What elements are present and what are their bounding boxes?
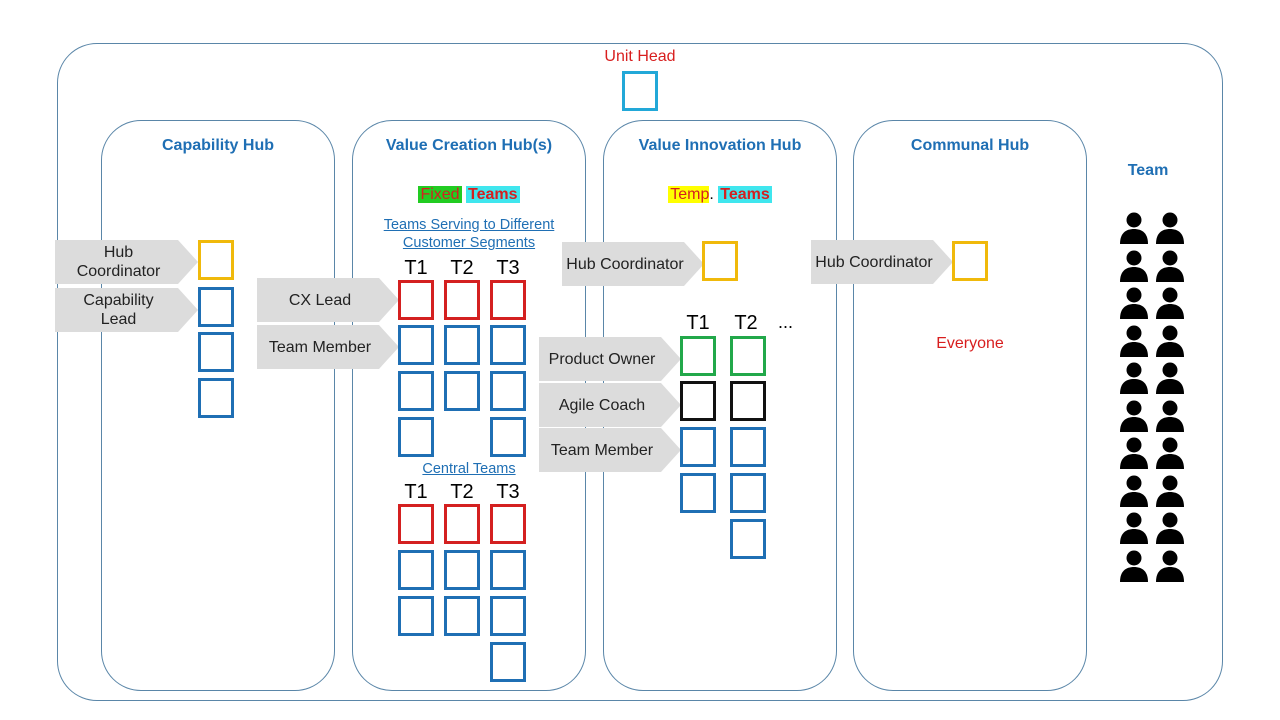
- product-owner-box: [730, 336, 766, 376]
- central-team-label-t3: T3: [496, 481, 520, 503]
- person-icon: [1155, 287, 1185, 319]
- capability-hub-coordinator-arrow: Hub Coordinator: [55, 240, 198, 284]
- person-icon: [1119, 437, 1149, 469]
- innovation-member-box: [680, 427, 716, 467]
- capability-coordinator-box: [198, 240, 234, 280]
- communal-hub-coordinator-arrow: Hub Coordinator: [811, 240, 953, 284]
- team-member-box: [398, 417, 434, 457]
- cx-lead-box: [398, 280, 434, 320]
- central-member-box: [490, 642, 526, 682]
- capability-lead-box: [198, 287, 234, 327]
- innovation-member-box: [730, 427, 766, 467]
- unit-head-box: [622, 71, 658, 111]
- product-owner-box: [680, 336, 716, 376]
- capability-hub-frame: [101, 120, 335, 691]
- innovation-member-box: [730, 473, 766, 513]
- person-icon: [1155, 400, 1185, 432]
- segment-teams-link[interactable]: Teams Serving to Different Customer Segm…: [383, 217, 555, 251]
- person-icon: [1155, 325, 1185, 357]
- everyone-label: Everyone: [936, 335, 1004, 352]
- capability-member-box: [198, 332, 234, 372]
- person-icon: [1155, 212, 1185, 244]
- cx-lead-arrow: CX Lead: [257, 278, 399, 322]
- central-cx-lead-box: [444, 504, 480, 544]
- team-member-box: [444, 371, 480, 411]
- team-column-title: Team: [1127, 162, 1169, 179]
- person-icon: [1119, 400, 1149, 432]
- cx-lead-box: [444, 280, 480, 320]
- central-member-box: [398, 550, 434, 590]
- product-owner-arrow: Product Owner: [539, 337, 681, 381]
- communal-hub-frame: [853, 120, 1087, 691]
- capability-member-box: [198, 378, 234, 418]
- agile-coach-box: [680, 381, 716, 421]
- temp-badge: Temp: [668, 186, 710, 203]
- team-member-box: [490, 417, 526, 457]
- central-cx-lead-box: [398, 504, 434, 544]
- person-icon: [1119, 475, 1149, 507]
- vi-team-label-t2: T2: [734, 312, 758, 334]
- team-member-arrow: Team Member: [257, 325, 399, 369]
- person-icon: [1155, 437, 1185, 469]
- person-icon: [1155, 550, 1185, 582]
- person-icon: [1119, 512, 1149, 544]
- person-icon: [1119, 362, 1149, 394]
- team-member-box: [444, 325, 480, 365]
- innovation-coordinator-box: [702, 241, 738, 281]
- innovation-hub-coordinator-arrow: Hub Coordinator: [562, 242, 704, 286]
- temp-teams-badge: Temp. Teams: [603, 186, 837, 204]
- agile-coach-box: [730, 381, 766, 421]
- more-teams-ellipsis: ...: [778, 312, 794, 332]
- vc-team-label-t3: T3: [496, 257, 520, 279]
- central-team-label-t2: T2: [450, 481, 474, 503]
- communal-hub-title: Communal Hub: [910, 137, 1030, 154]
- central-teams-link[interactable]: Central Teams: [422, 461, 516, 477]
- central-member-box: [444, 596, 480, 636]
- central-cx-lead-box: [490, 504, 526, 544]
- team-member-box: [490, 371, 526, 411]
- innovation-member-box: [730, 519, 766, 559]
- central-member-box: [490, 596, 526, 636]
- central-member-box: [490, 550, 526, 590]
- teams-badge: Teams: [466, 186, 520, 203]
- vc-team-label-t1: T1: [404, 257, 428, 279]
- temp-dot: .: [709, 186, 714, 203]
- unit-head-label: Unit Head: [604, 48, 676, 65]
- capability-hub-title: Capability Hub: [161, 137, 274, 154]
- team-member-box: [398, 325, 434, 365]
- person-icon: [1155, 512, 1185, 544]
- fixed-teams-badge: Fixed Teams: [352, 186, 586, 204]
- vc-team-label-t2: T2: [450, 257, 474, 279]
- innovation-member-box: [680, 473, 716, 513]
- value-innovation-hub-title: Value Innovation Hub: [638, 137, 802, 154]
- agile-coach-arrow: Agile Coach: [539, 383, 681, 427]
- person-icon: [1119, 212, 1149, 244]
- cx-lead-box: [490, 280, 526, 320]
- person-icon: [1119, 250, 1149, 282]
- team-member-box: [398, 371, 434, 411]
- capability-lead-arrow: Capability Lead: [55, 288, 198, 332]
- communal-coordinator-box: [952, 241, 988, 281]
- unit-frame: [57, 43, 1223, 701]
- central-member-box: [398, 596, 434, 636]
- teams-badge-innovation: Teams: [718, 186, 772, 203]
- vi-team-label-t1: T1: [686, 312, 710, 334]
- central-team-label-t1: T1: [404, 481, 428, 503]
- central-member-box: [444, 550, 480, 590]
- value-creation-hub-title: Value Creation Hub(s): [385, 137, 553, 154]
- fixed-badge: Fixed: [418, 186, 462, 203]
- team-member-box: [490, 325, 526, 365]
- person-icon: [1119, 550, 1149, 582]
- innovation-team-member-arrow: Team Member: [539, 428, 681, 472]
- person-icon: [1155, 362, 1185, 394]
- person-icon: [1155, 250, 1185, 282]
- person-icon: [1119, 325, 1149, 357]
- person-icon: [1119, 287, 1149, 319]
- person-icon: [1155, 475, 1185, 507]
